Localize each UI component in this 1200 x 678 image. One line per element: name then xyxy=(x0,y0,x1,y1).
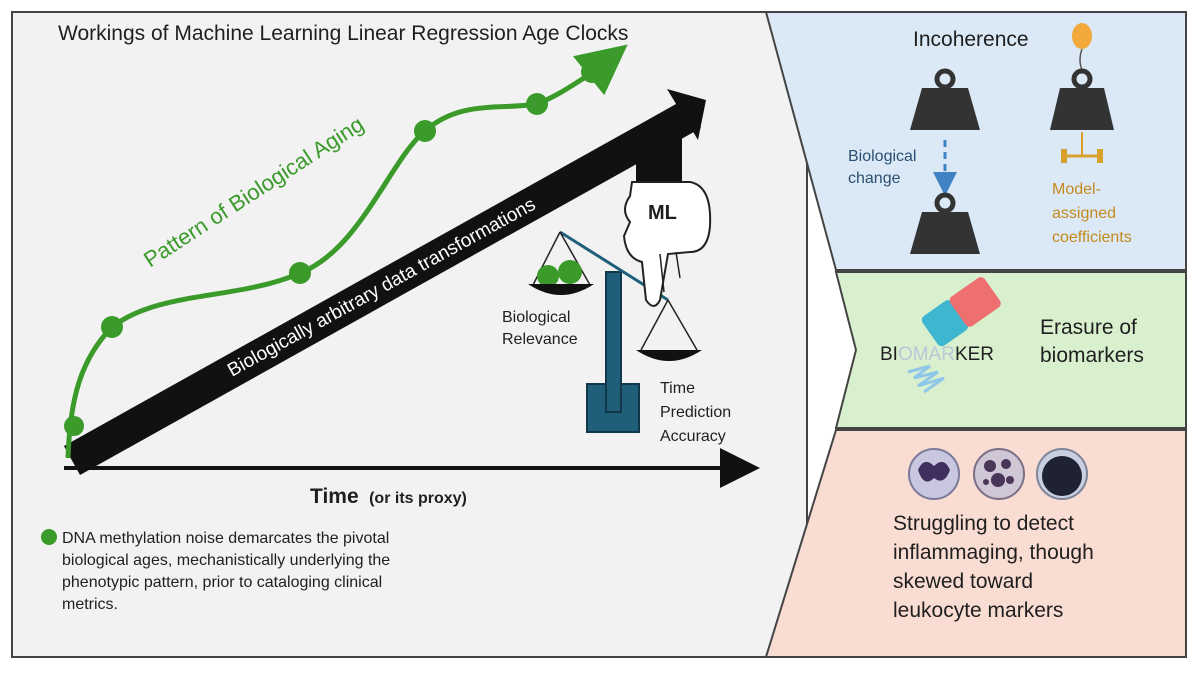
green-ball xyxy=(537,265,559,287)
ml-hand-icon xyxy=(622,130,712,307)
incoherence-title: Incoherence xyxy=(913,28,1029,51)
scale-right-label: Time Prediction Accuracy xyxy=(660,380,736,445)
time-axis-main: Time xyxy=(310,485,359,508)
scale-string xyxy=(559,231,591,286)
biological-change-label: Biological change xyxy=(848,148,921,187)
aging-point xyxy=(526,93,548,115)
biomarker-word: BIOMARKER xyxy=(880,344,994,365)
aging-point xyxy=(289,262,311,284)
lymphocyte-cell-icon xyxy=(1036,448,1088,500)
inflammaging-text: Struggling to detect inflammaging, thoug… xyxy=(893,512,1100,622)
scale-stand xyxy=(605,271,622,413)
figure-title: Workings of Machine Learning Linear Regr… xyxy=(58,22,628,45)
aging-point xyxy=(414,120,436,142)
scale-left-label: Biological Relevance xyxy=(502,309,578,348)
balloon-icon xyxy=(1072,23,1092,71)
panel-incoherence xyxy=(764,11,1187,271)
scale-string xyxy=(667,299,698,351)
scale-pan-left xyxy=(528,284,594,295)
eosinophil-cell-icon xyxy=(973,448,1025,500)
coefficient-dumbbell-icon xyxy=(1061,132,1103,163)
panel-erasure xyxy=(834,271,1187,429)
eraser-scribble xyxy=(907,364,945,394)
scale-string xyxy=(640,299,669,351)
aging-point xyxy=(64,416,84,436)
neutrophil-cell-icon xyxy=(908,448,960,500)
black-arrow-shaft xyxy=(64,99,701,475)
coefficients-label: Model- assigned coefficients xyxy=(1052,181,1132,246)
erasure-title: Erasure of biomarkers xyxy=(1040,316,1144,367)
time-axis-sub: (or its proxy) xyxy=(369,490,467,507)
black-arrow-head xyxy=(667,89,706,140)
eraser-icon xyxy=(921,277,1001,347)
legend-text: DNA methylation noise demarcates the piv… xyxy=(62,530,395,613)
weight-icon xyxy=(910,68,980,130)
time-axis-label: Time (or its proxy) xyxy=(310,485,467,508)
weight-icon xyxy=(1050,68,1114,130)
aging-point xyxy=(101,316,123,338)
green-ball xyxy=(558,260,582,284)
ml-label: ML xyxy=(648,202,677,224)
aging-point xyxy=(581,61,603,83)
scale-pan-right xyxy=(636,350,702,361)
weight-icon xyxy=(910,192,980,254)
legend-dot xyxy=(41,529,57,545)
